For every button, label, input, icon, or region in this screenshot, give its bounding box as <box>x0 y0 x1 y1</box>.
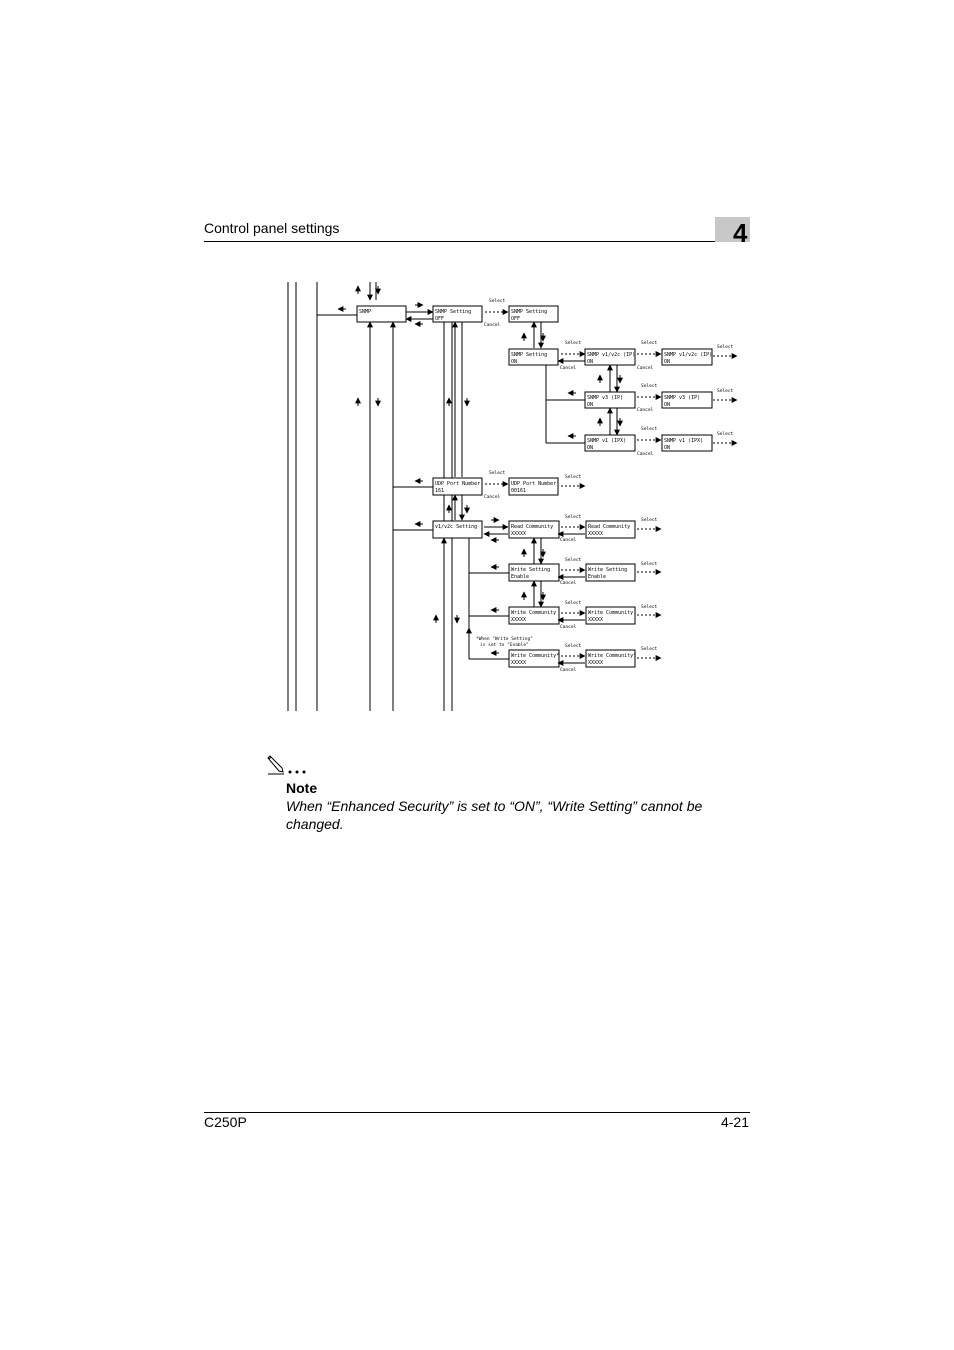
menu-box-label: Write Setting <box>588 567 627 573</box>
footer-rule <box>204 1112 750 1113</box>
cancel-label: Cancel <box>560 667 577 673</box>
menu-box-write_comm <box>508 606 560 625</box>
note-heading: Note <box>286 780 318 796</box>
menu-box-udp2 <box>508 477 559 496</box>
menu-box-v1v2c_ip2 <box>661 348 713 366</box>
menu-box-value: OFF <box>435 316 444 322</box>
menu-box-label: Write Community* <box>588 653 636 659</box>
select-label: Select <box>565 643 582 649</box>
menu-box-value: ON <box>664 402 670 408</box>
select-label: Select <box>565 600 582 606</box>
menu-box-label: SNMP <box>359 309 371 315</box>
cancel-label: Cancel <box>560 365 577 371</box>
menu-box-label: v1/v2c Setting <box>435 524 477 530</box>
header-rule <box>204 241 750 242</box>
cancel-label: Cancel <box>637 451 654 457</box>
note-body: When “Enhanced Security” is set to “ON”,… <box>286 798 703 832</box>
menu-box-label: Read Community <box>511 524 553 530</box>
select-label: Select <box>717 344 734 350</box>
menu-box-value: ON <box>664 359 670 365</box>
select-label: Select <box>641 604 658 610</box>
menu-box-value: ON <box>664 445 670 451</box>
menu-box-v1_ipx2 <box>661 434 713 452</box>
select-label: Select <box>489 470 506 476</box>
menu-box-value: Enable <box>588 574 606 580</box>
footnote-text: *When "Write Setting" <box>476 636 533 642</box>
menu-box-label: SNMP v1/v2c (IP) <box>587 352 635 358</box>
footnote-text: is set to "Enable" <box>480 642 529 648</box>
menu-box-label: SNMP v1/v2c (IP) <box>664 352 712 358</box>
menu-box-v1v2c_set <box>432 520 483 539</box>
menu-box-value: Enable <box>511 574 529 580</box>
menu-box-value: XXXXX <box>588 617 603 623</box>
menu-box-snmp_on <box>508 348 559 366</box>
menu-box-v3_ip2 <box>661 391 713 409</box>
menu-box-label: Write Community <box>511 610 556 616</box>
menu-box-label: Write Setting <box>511 567 550 573</box>
menu-box-label: SNMP v1 (IPX) <box>587 438 626 444</box>
cancel-label: Cancel <box>560 580 577 586</box>
header-title: Control panel settings <box>204 220 340 236</box>
menu-box-label: SNMP Setting <box>435 309 471 315</box>
menu-box-value: ON <box>511 359 517 365</box>
select-label: Select <box>565 474 582 480</box>
menu-box-label: SNMP Setting <box>511 309 547 315</box>
menu-box-label: UDP Port Number <box>511 481 556 487</box>
note-pencil-icon <box>266 754 312 783</box>
menu-box-value: XXXXX <box>588 660 603 666</box>
select-label: Select <box>489 298 506 304</box>
select-label: Select <box>565 340 582 346</box>
menu-box-write_set2 <box>585 563 636 582</box>
footer-page-number: 4-21 <box>720 1114 749 1130</box>
menu-box-value: XXXXX <box>511 660 526 666</box>
menu-box-label: Read Community <box>588 524 630 530</box>
menu-box-read_comm2 <box>585 520 636 539</box>
cancel-label: Cancel <box>560 537 577 543</box>
menu-box-write_comm_s2 <box>585 649 636 668</box>
menu-box-write_comm2 <box>585 606 636 625</box>
menu-box-value: 00161 <box>511 488 526 494</box>
select-label: Select <box>641 340 658 346</box>
menu-box-label: SNMP v3 (IP) <box>587 395 623 401</box>
menu-box-value: OFF <box>511 316 520 322</box>
cancel-label: Cancel <box>560 624 577 630</box>
select-label: Select <box>565 514 582 520</box>
menu-box-value: XXXXX <box>511 617 526 623</box>
cancel-label: Cancel <box>637 365 654 371</box>
menu-box-label: SNMP Setting <box>511 352 547 358</box>
menu-box-value: 161 <box>435 488 444 494</box>
chapter-number: 4 <box>733 218 748 248</box>
menu-box-label: SNMP v1 (IPX) <box>664 438 703 444</box>
select-label: Select <box>641 517 658 523</box>
menu-box-value: ON <box>587 402 593 408</box>
select-label: Select <box>717 431 734 437</box>
menu-box-label: Write Community* <box>511 653 559 659</box>
select-label: Select <box>641 561 658 567</box>
menu-box-value: XXXXX <box>511 531 526 537</box>
menu-box-v1_ipx <box>584 434 636 452</box>
cancel-label: Cancel <box>484 494 501 500</box>
cancel-label: Cancel <box>484 322 501 328</box>
menu-box-label: Write Community <box>588 610 633 616</box>
menu-box-write_comm_s <box>508 649 560 668</box>
select-label: Select <box>717 388 734 394</box>
menu-box-value: ON <box>587 359 593 365</box>
select-label: Select <box>565 557 582 563</box>
chapter-tab <box>715 217 750 242</box>
select-label: Select <box>641 383 658 389</box>
footer-model: C250P <box>204 1114 247 1130</box>
menu-box-value: ON <box>587 445 593 451</box>
menu-box-label: UDP Port Number <box>435 481 480 487</box>
menu-box-snmp <box>356 305 407 323</box>
select-label: Select <box>641 646 658 652</box>
cancel-label: Cancel <box>637 407 654 413</box>
menu-box-label: SNMP v3 (IP) <box>664 395 700 401</box>
select-label: Select <box>641 426 658 432</box>
menu-box-value: XXXXX <box>588 531 603 537</box>
